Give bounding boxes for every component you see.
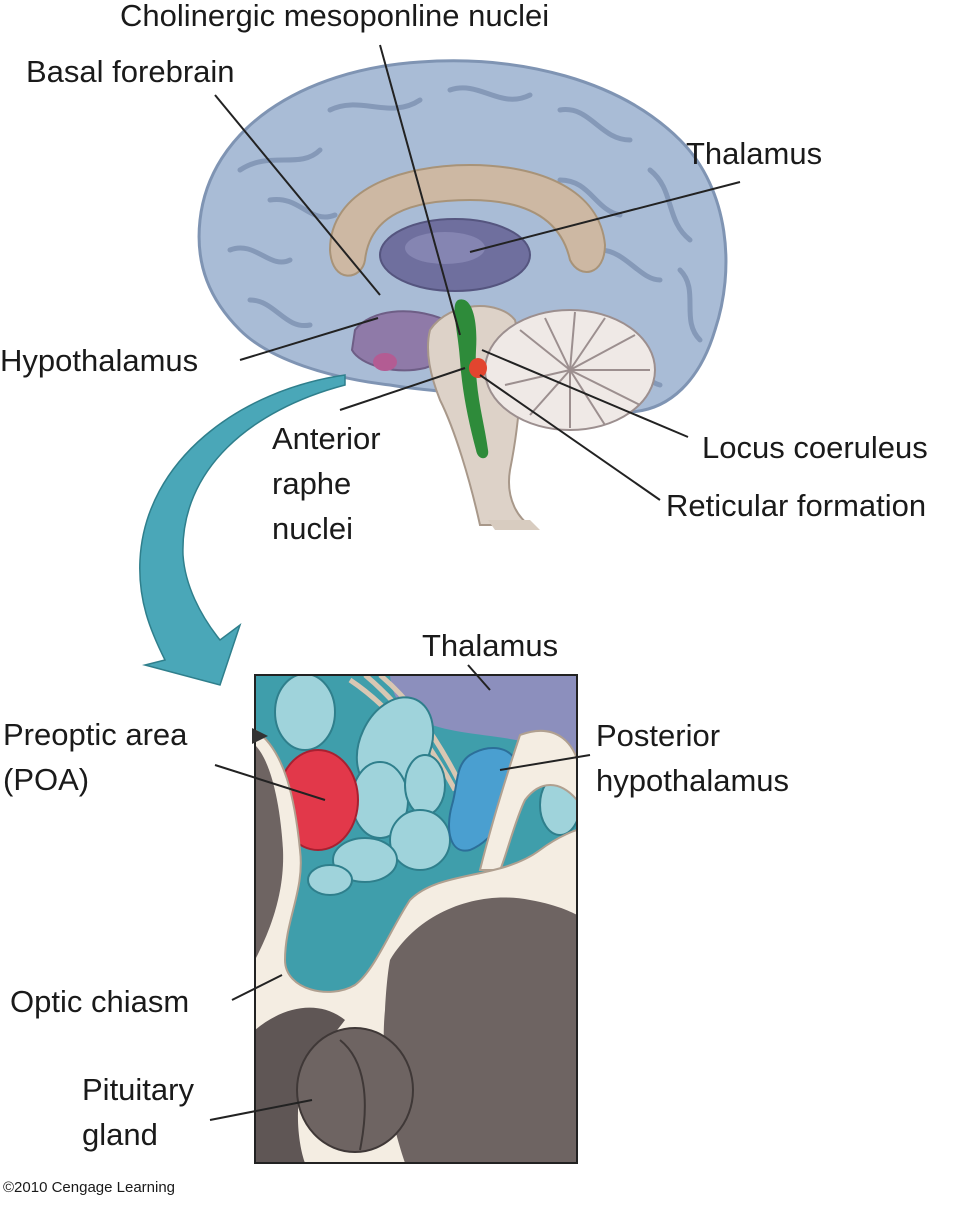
spinal-cord (488, 520, 540, 530)
hypothalamus-inset (252, 674, 578, 1164)
label-thalamus-top: Thalamus (686, 136, 822, 171)
label-preoptic-area-2: (POA) (3, 762, 89, 797)
zoom-arrow (139, 374, 346, 686)
reticular-formation (454, 299, 489, 459)
labels: Cholinergic mesoponline nuclei Basal for… (0, 0, 928, 1196)
dark-tissue-right (383, 897, 577, 1163)
locus-coeruleus (469, 358, 487, 378)
label-pituitary-1: Pituitary (82, 1072, 194, 1107)
pituitary-small (373, 353, 397, 371)
label-posterior-hypothalamus-2: hypothalamus (596, 763, 789, 798)
pituitary-division (339, 1039, 366, 1151)
label-anterior-raphe-1: Anterior (272, 421, 381, 456)
inset-frame (254, 674, 578, 1164)
gyri (227, 85, 703, 388)
leader-lines (209, 44, 741, 1121)
fornix-tissue (478, 729, 577, 871)
label-reticular-formation: Reticular formation (666, 488, 926, 523)
hypothalamic-nuclei (274, 675, 577, 896)
label-posterior-hypothalamus-1: Posterior (596, 718, 720, 753)
label-hypothalamus: Hypothalamus (0, 343, 198, 378)
label-pituitary-2: gland (82, 1117, 158, 1152)
label-thalamus-inset: Thalamus (422, 628, 558, 663)
inset-pointer-icon (252, 728, 268, 744)
pituitary-gland-shape (296, 1027, 414, 1153)
dark-tissue-left (255, 745, 284, 960)
label-anterior-raphe-3: nuclei (272, 511, 353, 546)
label-optic-chiasm: Optic chiasm (10, 984, 189, 1019)
label-locus-coeruleus: Locus coeruleus (702, 430, 928, 465)
posterior-hypothalamus-nucleus (448, 746, 520, 852)
label-basal-forebrain: Basal forebrain (26, 54, 235, 89)
sagittal-brain (197, 59, 728, 530)
label-cholinergic-mesoponline-nuclei: Cholinergic mesoponline nuclei (120, 0, 549, 33)
thalamus-highlight (405, 232, 485, 264)
label-anterior-raphe-2: raphe (272, 466, 351, 501)
label-preoptic-area-1: Preoptic area (3, 717, 188, 752)
copyright-notice: ©2010 Cengage Learning (3, 1179, 175, 1196)
corpus-callosum (328, 163, 607, 277)
